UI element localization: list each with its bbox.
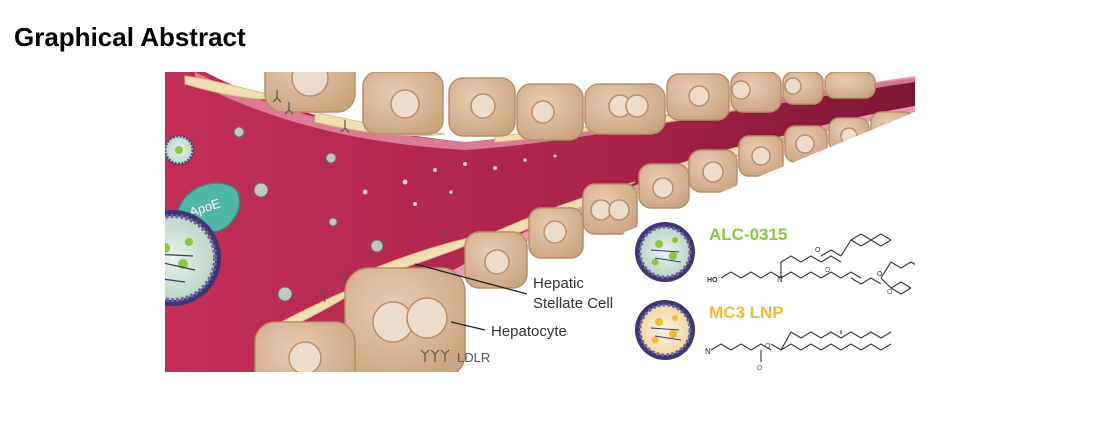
graphical-abstract-figure: ApoE (165, 72, 915, 372)
tiny-particles (362, 154, 557, 206)
alc-o-label-3: O (877, 271, 883, 278)
alc-0315-title: ALC-0315 (709, 225, 787, 244)
figure-illustration: ApoE (165, 72, 915, 372)
alc-ho-label: HO (707, 277, 718, 284)
small-lnp-upper (165, 134, 195, 166)
mc3-lnp-icon (635, 300, 695, 360)
ldlr-label: LDLR (457, 350, 490, 365)
mc3-n-label: N (705, 347, 711, 356)
mc3-o-label-1: O (765, 343, 771, 350)
alc-o-label-2: O (825, 267, 831, 274)
mc3-o-label-2: O (757, 365, 763, 372)
hepatic-stellate-label-line1: Hepatic (533, 275, 584, 292)
hepatocyte-label: Hepatocyte (491, 323, 567, 340)
large-lnp-left (165, 210, 221, 306)
legend-panel (525, 112, 915, 372)
page-title: Graphical Abstract (14, 22, 246, 52)
mc3-lnp-title: MC3 LNP (709, 303, 784, 322)
nuclei-upper (291, 72, 802, 124)
alc-0315-structure (720, 233, 915, 295)
leader-lines (414, 263, 528, 331)
alc-lnp-icon (635, 222, 695, 282)
alc-n-label: N (777, 275, 783, 284)
ldlr-receptors (272, 90, 450, 362)
mc3-structure (710, 330, 892, 362)
hepatic-stellate-label-line2: Stellate Cell (533, 295, 613, 312)
circulating-particles (233, 126, 384, 302)
alc-o-label-4: O (887, 289, 893, 296)
alc-o-label-1: O (815, 247, 821, 254)
